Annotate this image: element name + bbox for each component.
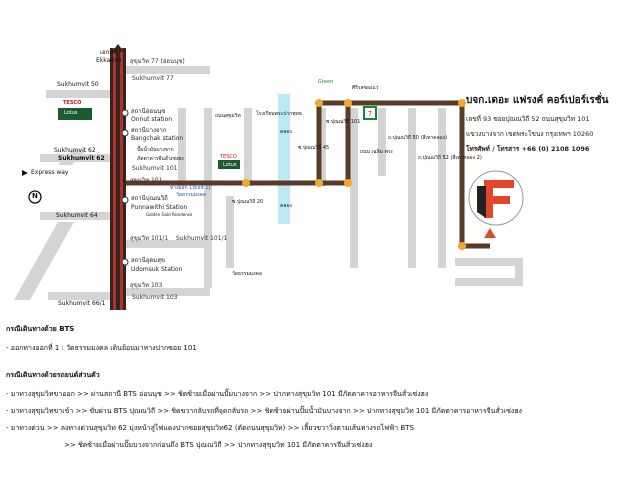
ekkamai-en: Ekkamai [96, 57, 122, 64]
udomsuk-station-th: สถานีอุดมสุข [131, 257, 165, 264]
punnawithi-station-en: Punnawithi Station [131, 204, 188, 211]
destination-arrow [484, 228, 496, 238]
soi-103-en: Sukhumvit 103 [132, 294, 178, 301]
car-directions-line-1: - มาทางสุขุมวิทขาออก >> ผ่านสถานี BTS อ่… [6, 390, 429, 398]
company-logo [468, 170, 524, 226]
tesco-lotus-small-logo [218, 160, 240, 169]
soi-103-th: สุขุมวิท 103 [130, 282, 163, 289]
bts-directions-title: กรณีเดินทางด้วย BTS [6, 325, 75, 333]
school-label: โรงเรียนพระปากพุทธ [256, 111, 302, 117]
sukhumvit-62-label-b: Sukhumvit 62 [58, 155, 105, 162]
ssj-label: ศิริรสของแว่ [352, 85, 379, 91]
company-address-2: แขวงบางจาก เขตพระโขนง กรุงเทพฯ 10260 [466, 130, 594, 138]
road-v6-label: ถนนสุขุมวิท [215, 113, 241, 119]
lotus-label: Lotus [64, 110, 78, 116]
compass-icon [28, 190, 42, 204]
tesco-small-label: TESCO [220, 154, 237, 160]
sukhumvit-road [110, 48, 126, 310]
side-roads-right [126, 66, 523, 296]
bangchak-gas-label: ปั๊มน้ำมันบางจาก [137, 147, 174, 153]
exit-1-wat-label: วัดธรรมมงคล [176, 192, 206, 198]
canal [278, 94, 290, 224]
udomsuk-station-en: Udomsuk Station [131, 266, 183, 273]
location-map: 7 เอกมัย Ekkamai Sukhumvit 50 TESCO Lotu… [14, 44, 636, 310]
sukhumvit-64-label: Sukhumvit 64 [56, 212, 98, 219]
green-label: Green [318, 79, 334, 85]
bts-directions-line: - ออกทางออกที่ 1 : วัดธรรมมงคล เดินย้อนม… [6, 344, 197, 352]
road-v4-label: ถ.ปุณณวิถี 50 (สีเทาคลอง) [388, 135, 448, 141]
canal-label-1: คลอง [280, 129, 292, 135]
car-directions-line-2: - มาทางสุขุมวิทขาเข้า >> ขับผ่าน BTS ปุณ… [6, 407, 522, 415]
company-name: บจก.เดอะ แฟรงค์ คอร์เปอร์เรชั่น [466, 95, 609, 106]
lotus-small-label: Lotus [223, 162, 237, 168]
bangchak-station-en: Bangchak station [131, 135, 184, 142]
exit-1-label: ทางออก 1(Exit 1) [170, 185, 211, 191]
soi-101-1-en: Sukhumvit 101/1 [176, 235, 228, 242]
svg-text:7: 7 [368, 110, 372, 118]
punnawithi-station-th: สถานีปุณณวิถี [131, 195, 168, 202]
restaurant-label: ภัตตาคารจีนสั่วเซ่งฮง [137, 156, 184, 162]
side-roads-left [14, 90, 110, 300]
soi-101-1-th: สุขุมวิท 101/1 [130, 235, 169, 242]
tesco-label: TESCO [63, 100, 82, 106]
soi-77-th: สุขุมวิท 77 (อ่อนนุช) [130, 58, 185, 65]
sukhumvit-66-1-label: Sukhumvit 66/1 [58, 300, 106, 307]
soi-77-en: Sukhumvit 77 [132, 75, 174, 82]
station-markers [121, 109, 129, 266]
car-directions-line-3: - มาทางด่วน >> ลงทางด่วนสุขุมวิท 62 มุ่ง… [6, 424, 414, 432]
road-v1-label: ซ.ปุณณวิถี 20 [232, 199, 264, 205]
onnut-station-th: สถานีอ่อนนุช [131, 108, 166, 115]
expressway-label: Express way [31, 169, 69, 176]
company-address-1: เลขที่ 93 ซอยปุณณวิถี 52 ถนนสุขุมวิท 101 [466, 115, 590, 123]
tesco-lotus-logo [58, 108, 92, 120]
map-canvas: 7 [14, 44, 524, 310]
car-directions-line-4: >> ชิดซ้ายเมื่อผ่านปั๊มบางจากก่อนถึง BTS… [64, 441, 373, 449]
road-v7-label: ถนน เฉลิม พระ [360, 149, 394, 155]
road-v2-label: ซ.ปุณณวิถี 45 [298, 145, 330, 151]
canal-label-2: คลอง [280, 203, 292, 209]
seven-eleven-icon: 7 [363, 106, 377, 120]
golden-residence-label: Golden Gold Residence [146, 212, 193, 217]
ekkamai-th: เอกมัย [100, 49, 117, 56]
north-end-arrow-icon [112, 44, 124, 52]
company-phone: โทรศัพท์ / โทรสาร +66 (0) 2108 1096 [466, 145, 590, 153]
soi-101-en: Sukhumvit 101 [132, 165, 178, 172]
car-directions-title: กรณีเดินทางด้วยรถยนต์ส่วนตัว [6, 371, 100, 379]
road-v5-label: ถ.ปุณณวิถี 52 (สีเทาคลอง 2) [418, 155, 482, 161]
wat-label: วัดธรรมมงคล [232, 271, 262, 277]
directions: กรณีเดินทางด้วย BTS - ออกทางออกที่ 1 : ว… [6, 324, 634, 457]
sukhumvit-50-label: Sukhumvit 50 [57, 81, 99, 88]
soi-101-th: สุขุมวิท 101 [130, 177, 163, 184]
onnut-station-en: Onnut station [131, 116, 173, 123]
route-markers [242, 99, 466, 250]
bangchak-station-th: สถานีบางจาก [131, 127, 167, 134]
company-info: บจก.เดอะ แฟรงค์ คอร์เปอร์เรชั่น เลขที่ 9… [466, 93, 636, 159]
expressway-arrow-icon [22, 170, 28, 176]
sukhumvit-62-label-a: Sukhumvit 62 [54, 147, 96, 154]
road-v3-label: ซ.ปุณณวิถี 101 [326, 119, 361, 125]
compass-n-label: N [32, 192, 38, 200]
